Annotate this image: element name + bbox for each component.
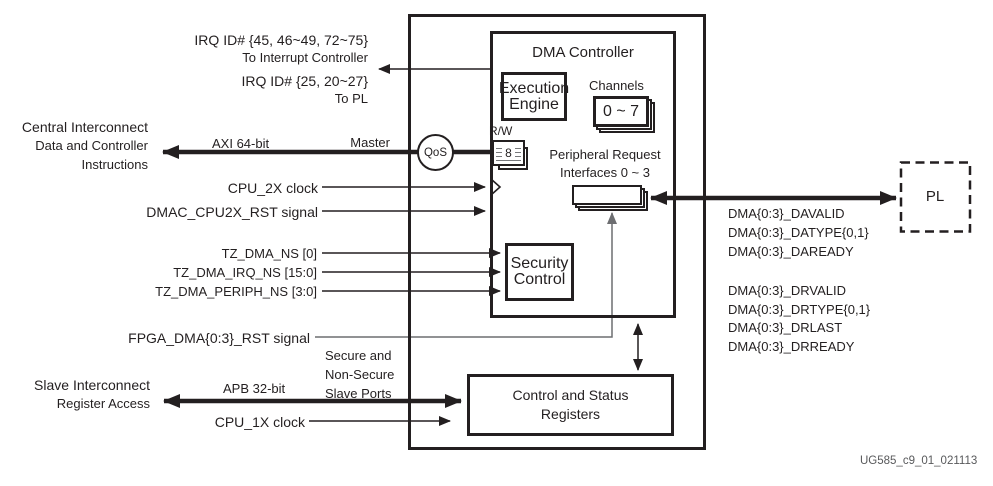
channels-box: 0 ~ 7 xyxy=(593,96,649,127)
central-interconnect-label: Central Interconnect xyxy=(21,119,148,135)
slave-interconnect-label: Slave Interconnect xyxy=(34,377,150,393)
secure-ports-label-1: Secure and xyxy=(325,348,392,363)
peripheral-request-label-2: Interfaces 0 ~ 3 xyxy=(560,165,650,180)
tz-dma-periph-ns-label: TZ_DMA_PERIPH_NS [3:0] xyxy=(155,284,317,299)
da-type-signal: DMA{0:3}_DATYPE{0,1} xyxy=(728,225,869,240)
clock-chevron-icon xyxy=(490,178,502,196)
register-access-label: Register Access xyxy=(56,396,150,411)
control-status-registers-box: Control and Status Registers xyxy=(467,374,674,436)
execution-engine-label-2: Engine xyxy=(509,95,559,113)
pl-dr-signals: DMA{0:3}_DRVALID DMA{0:3}_DRTYPE{0,1} DM… xyxy=(728,282,870,356)
rw-queue-box: 8 xyxy=(492,140,525,166)
rw-label: R/W xyxy=(489,124,513,138)
pl-label: PL xyxy=(925,188,945,206)
rw-depth-value: 8 xyxy=(502,146,515,160)
qos-badge: QoS xyxy=(417,134,454,171)
central-interconnect-sub-1: Data and Controller xyxy=(35,138,148,153)
cpu2x-clock-label: CPU_2X clock xyxy=(227,180,318,196)
dr-type-signal: DMA{0:3}_DRTYPE{0,1} xyxy=(728,301,871,317)
irq-ids-pl-label: IRQ ID# {25, 20~27} xyxy=(241,73,368,89)
axi-bus-label: AXI 64-bit xyxy=(212,136,270,151)
dr-ready-signal: DMA{0:3}_DRREADY xyxy=(728,338,855,354)
peripheral-request-label-1: Peripheral Request xyxy=(549,147,661,162)
secure-ports-label-3: Slave Ports xyxy=(325,386,392,401)
da-ready-signal: DMA{0:3}_DAREADY xyxy=(728,244,854,259)
csr-label-1: Control and Status xyxy=(512,387,629,403)
fpga-rst-label: FPGA_DMA{0:3}_RST signal xyxy=(128,330,310,346)
execution-engine-label-1: Execution xyxy=(498,79,570,97)
csr-label-2: Registers xyxy=(540,406,601,422)
irq-ids-interrupt-label: IRQ ID# {45, 46~49, 72~75} xyxy=(194,32,368,48)
peripheral-request-label: Peripheral Request Interfaces 0 ~ 3 xyxy=(536,146,674,182)
channels-label: Channels xyxy=(589,78,644,93)
dr-last-signal: DMA{0:3}_DRLAST xyxy=(728,320,843,335)
tz-dma-irq-ns-label: TZ_DMA_IRQ_NS [15:0] xyxy=(173,265,317,280)
apb-bus-label: APB 32-bit xyxy=(223,381,286,396)
pl-box-outline xyxy=(899,161,972,233)
dma-controller-box: DMA Controller xyxy=(490,31,676,318)
execution-engine-box: Execution Engine xyxy=(498,72,570,121)
master-port-label: Master xyxy=(350,135,390,150)
dr-valid-signal: DMA{0:3}_DRVALID xyxy=(728,283,847,298)
irq-dest-interrupt-label: To Interrupt Controller xyxy=(242,50,368,65)
fpga-rst-line xyxy=(315,212,617,338)
pl-da-signals: DMA{0:3}_DAVALID DMA{0:3}_DATYPE{0,1} DM… xyxy=(728,204,869,261)
cpu1x-clock-label: CPU_1X clock xyxy=(214,414,305,430)
security-control-label-2: Control xyxy=(513,271,566,288)
secure-ports-label: Secure and Non-Secure Slave Ports xyxy=(325,346,394,403)
central-interconnect-sub-2: Instructions xyxy=(81,157,148,172)
peripheral-interfaces-box xyxy=(572,185,642,205)
channels-range: 0 ~ 7 xyxy=(602,102,640,120)
dmac-outer-box xyxy=(408,14,706,450)
da-valid-signal: DMA{0:3}_DAVALID xyxy=(728,206,845,221)
secure-ports-label-2: Non-Secure xyxy=(325,367,395,382)
qos-label: QoS xyxy=(423,146,447,159)
dmac-rst-label: DMAC_CPU2X_RST signal xyxy=(146,204,318,220)
irq-dest-pl-label: To PL xyxy=(334,91,368,106)
security-control-label-1: Security xyxy=(510,255,569,272)
figure-id-watermark: UG585_c9_01_021113 xyxy=(860,455,978,467)
dma-controller-title: DMA Controller xyxy=(532,44,634,61)
tz-dma-ns-label: TZ_DMA_NS [0] xyxy=(221,246,317,261)
security-control-box: Security Control xyxy=(505,243,574,301)
